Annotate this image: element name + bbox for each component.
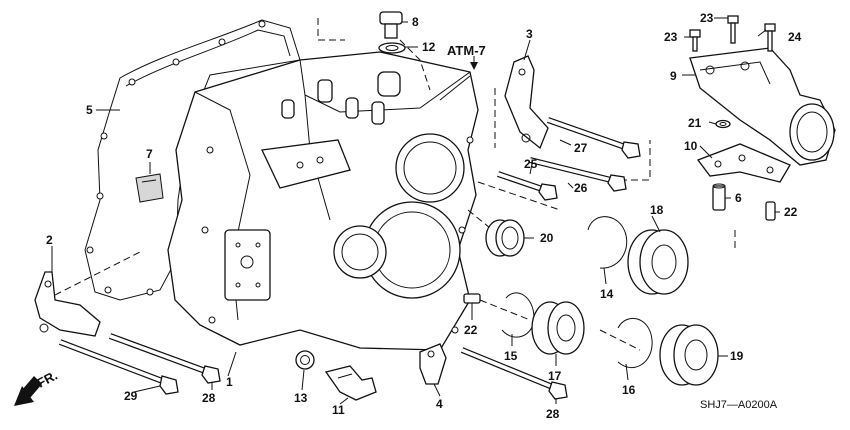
bracket-part-2 <box>34 271 101 337</box>
dowel-part-22-middle <box>463 293 481 304</box>
callout-18: 18 <box>650 203 664 217</box>
plate-part-10 <box>696 143 791 183</box>
fitting-part-11 <box>324 365 377 401</box>
clip-part-7 <box>135 173 164 203</box>
callout-5: 5 <box>86 103 93 117</box>
assembly-line-bearing-20 <box>467 209 491 229</box>
callout-28-bottom: 28 <box>546 407 560 421</box>
bearing-part-18 <box>627 229 689 295</box>
callout-29: 29 <box>124 389 138 403</box>
assembly-line-bearing-19 <box>599 329 641 351</box>
callout-8: 8 <box>412 15 419 29</box>
drawing-code: SHJ7—A0200A <box>700 399 778 411</box>
callout-7: 7 <box>146 147 153 161</box>
assembly-line-top <box>317 18 345 41</box>
assembly-line-bolts-right <box>477 181 561 211</box>
bracket-part-4 <box>419 343 447 385</box>
transmission-housing <box>167 51 479 351</box>
callout-23-top: 23 <box>700 11 714 25</box>
bolt-part-27 <box>547 117 641 159</box>
bolt-part-25 <box>497 171 558 201</box>
callout-24: 24 <box>788 30 802 44</box>
callout-15: 15 <box>504 349 518 363</box>
callout-22-right: 22 <box>784 205 798 219</box>
bolt-part-26 <box>529 157 627 192</box>
dowel-part-22-right <box>765 201 776 221</box>
callout-16: 16 <box>622 383 636 397</box>
callout-13: 13 <box>294 391 308 405</box>
bolt-part-23-top <box>727 15 739 44</box>
assembly-line-left <box>44 251 141 301</box>
bearing-part-19 <box>659 324 719 386</box>
washer-part-21 <box>715 119 731 129</box>
gasket-inner-line <box>125 29 291 87</box>
leader-lines <box>51 17 780 405</box>
snap-ring-part-14 <box>587 216 628 269</box>
callout-26: 26 <box>574 181 588 195</box>
callout-27: 27 <box>574 141 588 155</box>
callout-14: 14 <box>600 287 614 301</box>
assembly-line-top-right <box>399 39 431 91</box>
callout-20: 20 <box>540 231 554 245</box>
bolt-part-29 <box>58 339 179 395</box>
plug-bolt-part-8 <box>379 11 403 39</box>
washer-part-13 <box>295 350 315 370</box>
gasket-outline <box>84 19 301 301</box>
callout-11: 11 <box>332 403 345 417</box>
dowel-part-6 <box>712 183 726 211</box>
bolt-part-28-bottom <box>460 347 568 400</box>
snap-ring-part-15 <box>501 292 535 338</box>
washer-part-12 <box>378 42 406 54</box>
callout-9: 9 <box>670 69 677 83</box>
callout-25: 25 <box>524 157 538 171</box>
bracket-part-3 <box>504 55 549 150</box>
callout-10: 10 <box>684 139 698 153</box>
callout-22-middle: 22 <box>464 323 478 337</box>
callout-17: 17 <box>548 369 562 383</box>
bolt-part-28-left <box>108 333 221 384</box>
assembly-line-cover <box>620 140 651 181</box>
callout-12: 12 <box>422 40 436 54</box>
callout-21: 21 <box>688 116 702 130</box>
assembly-line-bearing-17 <box>479 299 531 321</box>
callout-4: 4 <box>436 397 443 411</box>
cover-part-9 <box>689 47 836 166</box>
bearing-part-17 <box>531 301 585 355</box>
callout-1: 1 <box>226 375 233 389</box>
callout-labels: 1 2 3 4 5 6 7 8 9 10 11 12 13 14 15 16 1… <box>46 11 802 421</box>
front-direction-arrow <box>14 376 42 406</box>
bolt-part-23-left <box>689 29 701 52</box>
bearing-part-20 <box>485 219 525 257</box>
callout-6: 6 <box>735 191 742 205</box>
callout-23-left: 23 <box>664 30 678 44</box>
callout-19: 19 <box>730 349 744 363</box>
gasket-bolt-holes <box>86 20 266 296</box>
callout-2: 2 <box>46 233 53 247</box>
snap-ring-part-16 <box>617 318 653 368</box>
callout-28-left: 28 <box>202 391 216 405</box>
bolt-part-24 <box>764 23 776 52</box>
callout-3: 3 <box>526 27 533 41</box>
reference-label: ATM-7 <box>447 43 486 58</box>
